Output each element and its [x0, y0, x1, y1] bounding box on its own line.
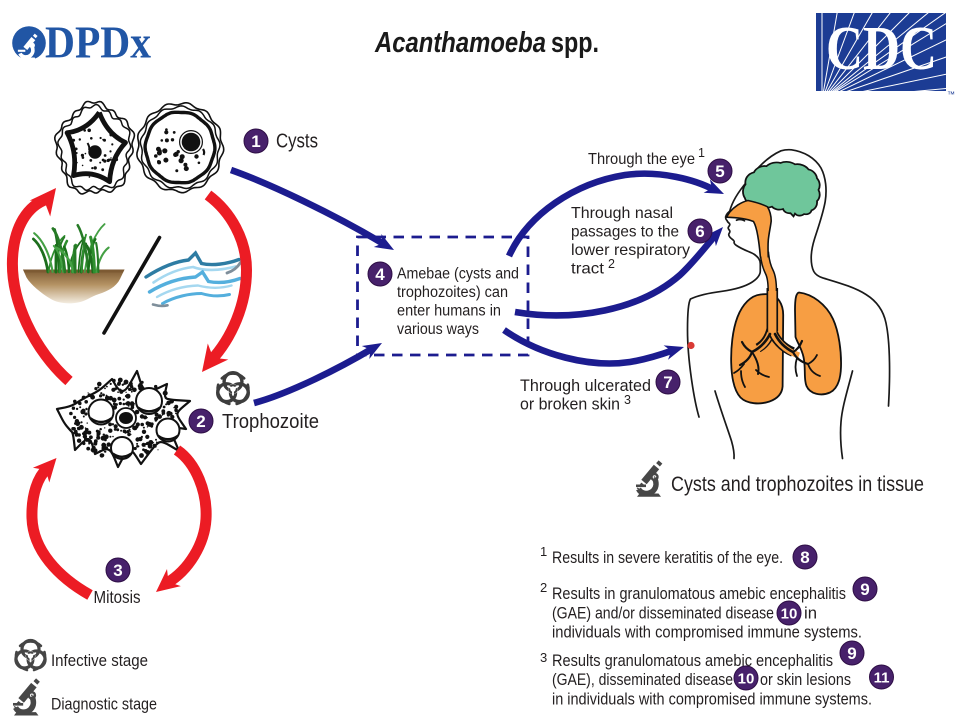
svg-text:Trophozoite: Trophozoite [222, 410, 319, 433]
svg-text:in: in [804, 604, 817, 623]
svg-text:trophozoites) can: trophozoites) can [397, 284, 508, 301]
svg-text:Cysts: Cysts [276, 130, 318, 153]
svg-text:in individuals with compromise: in individuals with compromised immune s… [552, 690, 872, 709]
svg-text:Through ulcerated: Through ulcerated [520, 377, 651, 395]
svg-text:(GAE) and/or disseminated dise: (GAE) and/or disseminated disease [552, 604, 774, 623]
svg-text:Results in severe keratitis of: Results in severe keratitis of the eye. [552, 548, 783, 567]
svg-text:10: 10 [738, 670, 755, 687]
svg-text:3: 3 [540, 650, 547, 665]
svg-text:3: 3 [624, 393, 631, 407]
svg-text:CDC: CDC [826, 15, 937, 83]
svg-text:2: 2 [540, 580, 547, 595]
svg-text:1: 1 [251, 132, 260, 151]
svg-text:8: 8 [800, 548, 809, 567]
svg-text:individuals with compromised i: individuals with compromised immune syst… [552, 623, 862, 642]
svg-text:various ways: various ways [397, 321, 479, 338]
svg-text:7: 7 [663, 373, 672, 392]
svg-text:Diagnostic stage: Diagnostic stage [51, 695, 157, 714]
svg-text:Amebae (cysts and: Amebae (cysts and [397, 266, 519, 283]
svg-text:Results in granulomatous amebi: Results in granulomatous amebic encephal… [552, 584, 846, 603]
svg-text:or skin lesions: or skin lesions [760, 670, 851, 689]
svg-text:6: 6 [695, 222, 704, 241]
svg-text:Mitosis: Mitosis [94, 587, 141, 607]
svg-text:9: 9 [847, 644, 856, 663]
svg-text:lower respiratory: lower respiratory [571, 242, 690, 259]
svg-text:9: 9 [860, 580, 869, 599]
svg-text:10: 10 [781, 605, 798, 622]
svg-text:Through nasal: Through nasal [571, 205, 673, 222]
svg-text:2: 2 [196, 412, 205, 431]
svg-text:(GAE), disseminated disease: (GAE), disseminated disease [552, 670, 733, 689]
svg-text:passages to the: passages to the [571, 224, 679, 241]
svg-text:or broken skin: or broken skin [520, 396, 620, 414]
svg-text:DPDx: DPDx [45, 18, 151, 68]
svg-text:1: 1 [540, 544, 547, 559]
svg-text:2: 2 [608, 257, 615, 271]
svg-text:spp.: spp. [551, 27, 599, 59]
svg-text:Results granulomatous amebic e: Results granulomatous amebic encephaliti… [552, 651, 833, 670]
svg-text:11: 11 [874, 669, 890, 686]
svg-text:Through the eye: Through the eye [588, 151, 695, 168]
svg-text:Infective stage: Infective stage [51, 651, 148, 670]
svg-text:4: 4 [375, 265, 385, 284]
svg-text:™: ™ [947, 90, 955, 99]
svg-text:3: 3 [113, 561, 122, 580]
svg-text:Acanthamoeba: Acanthamoeba [374, 27, 546, 59]
svg-text:tract: tract [571, 261, 605, 278]
svg-text:enter humans in: enter humans in [397, 303, 501, 320]
svg-text:5: 5 [715, 162, 724, 181]
svg-text:Cysts and trophozoites in tiss: Cysts and trophozoites in tissue [671, 472, 924, 496]
svg-text:1: 1 [698, 146, 705, 160]
